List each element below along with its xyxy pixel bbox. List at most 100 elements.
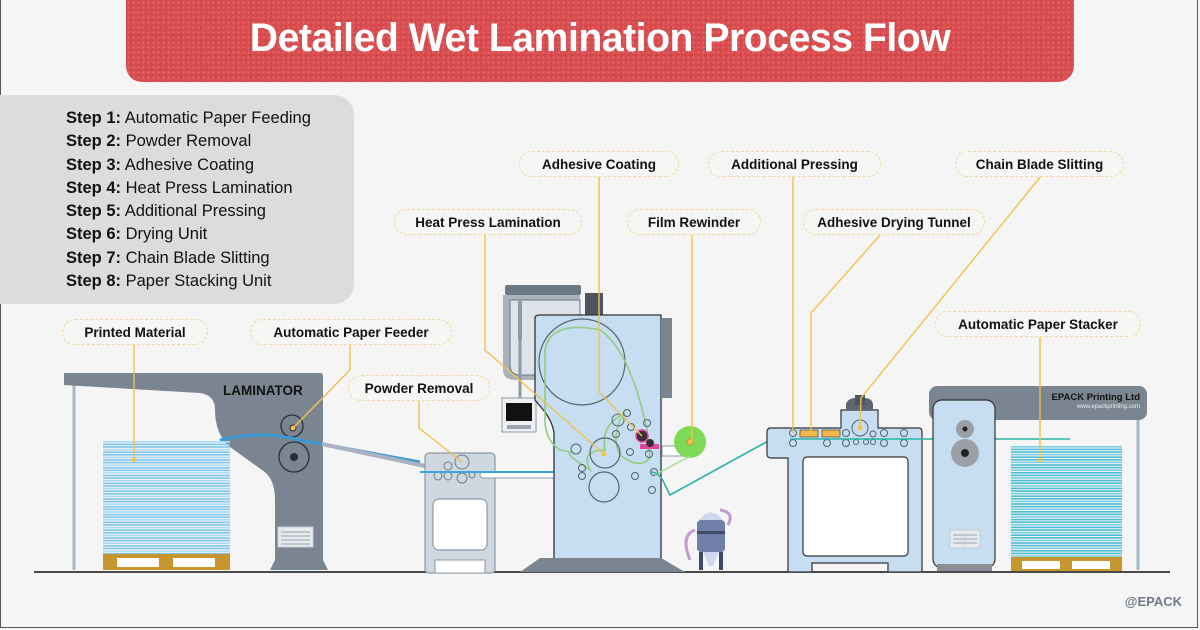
paper-sheet — [103, 506, 230, 508]
pallet-right — [1011, 557, 1122, 571]
paper-sheet — [103, 519, 230, 521]
paper-sheet — [103, 539, 230, 542]
step-item: Step 4: Heat Press Lamination — [66, 177, 311, 200]
step-label: Automatic Paper Feeding — [124, 109, 311, 127]
paper-sheet — [1011, 534, 1122, 536]
control-panel-screen — [501, 340, 537, 433]
paper-sheet — [103, 446, 230, 448]
feed-conveyor — [321, 442, 426, 468]
paper-sheet — [103, 547, 230, 550]
paper-sheet — [103, 516, 230, 518]
printed-paper-stack — [103, 441, 230, 555]
paper-sheet — [1011, 518, 1122, 521]
paper-sheet — [103, 480, 230, 482]
paper-sheet — [1011, 472, 1122, 474]
paper-sheet — [1011, 477, 1122, 479]
paper-sheet — [1011, 547, 1122, 549]
paper-sheet — [1011, 464, 1122, 466]
company-url: www.epackprinting.com — [1076, 404, 1140, 410]
paper-sheet — [1011, 451, 1122, 453]
paper-sheet — [1011, 513, 1122, 516]
leader-adhesive-drying-tunnel — [810, 233, 882, 433]
paper-sheet — [103, 503, 230, 505]
step-label: Heat Press Lamination — [125, 178, 293, 197]
paper-stacker-unit — [929, 386, 1147, 571]
step-item: Step 7: Chain Blade Slitting — [66, 247, 311, 270]
step-item: Step 3: Adhesive Coating — [66, 154, 311, 177]
callout-automatic-paper-stacker: Automatic Paper Stacker — [935, 311, 1141, 337]
paper-sheet — [103, 485, 230, 487]
paper-sheet — [103, 529, 230, 531]
step-item: Step 5: Additional Pressing — [66, 200, 311, 223]
paper-sheet — [103, 526, 230, 529]
paper-sheet — [1011, 485, 1122, 487]
steps-panel: Step 1: Automatic Paper Feeding Step 2: … — [0, 95, 354, 304]
paper-sheet — [103, 511, 230, 513]
laminator-label: LAMINATOR — [223, 383, 303, 398]
callout-heat-press-lamination: Heat Press Lamination — [394, 209, 582, 235]
leader-powder-removal — [418, 400, 463, 463]
callout-additional-pressing: Additional Pressing — [708, 151, 881, 177]
callout-powder-removal: Powder Removal — [348, 375, 490, 401]
callout-film-rewinder: Film Rewinder — [627, 209, 761, 235]
step-number: Step 8: — [66, 272, 122, 291]
step-number: Step 6: — [66, 225, 122, 244]
step-item: Step 8: Paper Stacking Unit — [66, 270, 311, 293]
step-item: Step 6: Drying Unit — [66, 223, 311, 246]
feeder-roller-hub-large — [290, 453, 298, 461]
paper-sheet — [103, 532, 230, 534]
paper-sheet — [1011, 448, 1122, 451]
paper-sheet — [1011, 461, 1122, 464]
vent-grille — [277, 526, 314, 548]
paper-sheet — [103, 521, 230, 524]
step-label: Chain Blade Slitting — [125, 248, 270, 267]
paper-sheet — [103, 552, 230, 555]
paper-sheet — [103, 487, 230, 490]
paper-sheet — [1011, 456, 1122, 458]
paper-sheet — [103, 513, 230, 516]
paper-sheet — [1011, 479, 1122, 482]
callout-printed-material: Printed Material — [62, 319, 208, 345]
film-rewinder — [654, 426, 706, 476]
step-label: Powder Removal — [125, 132, 252, 151]
paper-sheet — [1011, 492, 1122, 495]
laminator-feeder-machine — [64, 373, 328, 570]
paper-sheet — [103, 451, 230, 453]
step-item: Step 2: Powder Removal — [66, 130, 311, 153]
paper-sheet — [1011, 498, 1122, 500]
paper-sheet — [103, 474, 230, 477]
paper-sheet — [1011, 521, 1122, 523]
step-number: Step 3: — [66, 155, 122, 174]
paper-sheet — [1011, 544, 1122, 547]
paper-sheet — [103, 459, 230, 461]
paper-sheet — [103, 542, 230, 544]
paper-sheet — [1011, 503, 1122, 505]
paper-sheet — [1011, 529, 1122, 531]
callout-adhesive-coating: Adhesive Coating — [519, 151, 679, 177]
feeder-roller-large — [278, 441, 310, 473]
paper-sheet — [103, 448, 230, 451]
paper-sheet — [103, 498, 230, 500]
step-item: Step 1: Automatic Paper Feeding — [66, 107, 311, 130]
paper-sheet — [1011, 474, 1122, 477]
paper-sheet — [1011, 500, 1122, 503]
paper-sheet — [1011, 537, 1122, 539]
paper-sheet — [1011, 466, 1122, 469]
paper-sheet — [1011, 482, 1122, 484]
paper-sheet — [103, 545, 230, 547]
paper-sheet — [1011, 495, 1122, 497]
page-title: Detailed Wet Lamination Process Flow — [249, 16, 951, 60]
step-label: Paper Stacking Unit — [125, 272, 272, 291]
leader-heat-press-lamination — [484, 234, 605, 455]
pallet-left — [103, 554, 230, 570]
paper-sheet — [1011, 550, 1122, 552]
paper-sheet — [103, 500, 230, 503]
paper-sheet — [1011, 487, 1122, 490]
paper-sheet — [1011, 542, 1122, 544]
paper-sheet — [1011, 459, 1122, 461]
paper-sheet — [1011, 555, 1122, 557]
paper-sheet — [1011, 469, 1122, 471]
paper-sheet — [103, 469, 230, 472]
paper-sheet — [1011, 516, 1122, 518]
